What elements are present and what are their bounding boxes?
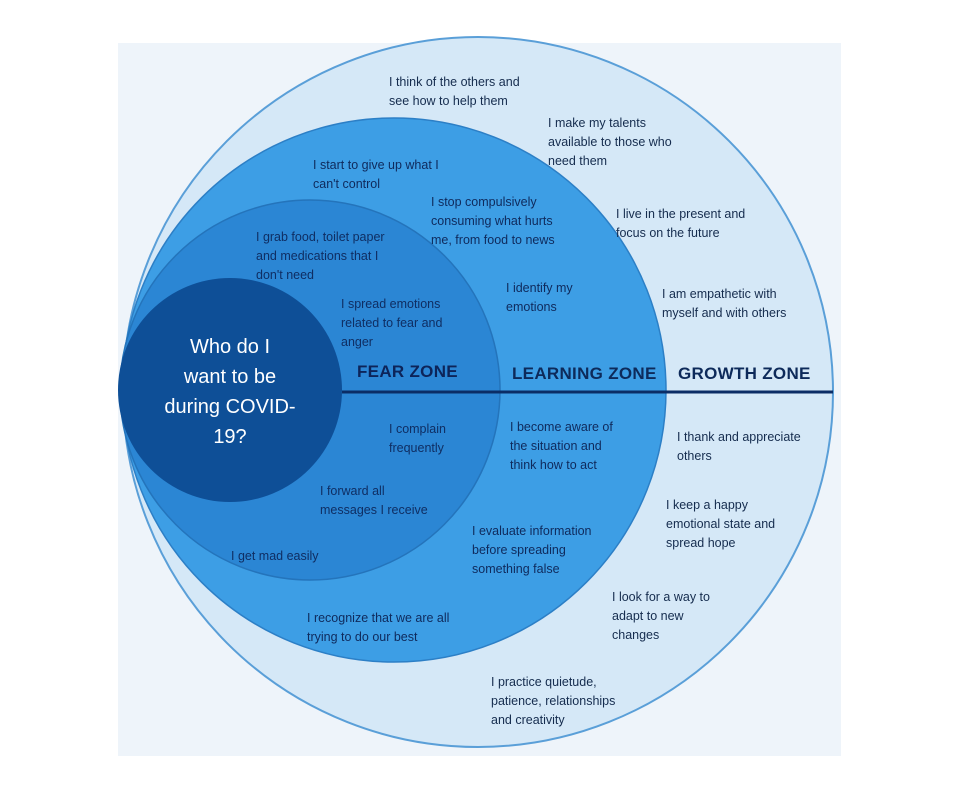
growth-item: I live in the present and focus on the f… [616, 207, 746, 240]
growth-item: I practice quietude, patience, relations… [491, 675, 616, 727]
center-circle [118, 278, 342, 502]
fear-item: I complain frequently [389, 422, 446, 455]
learning-item: I become aware of the situation and thin… [510, 420, 613, 472]
fear-item: I grab food, toilet paper and medication… [256, 230, 385, 282]
growth-item: I make my talents available to those who… [548, 116, 672, 168]
fear-item: I spread emotions related to fear and an… [341, 297, 443, 349]
growth-zone-label: GROWTH ZONE [678, 364, 811, 383]
learning-item: I start to give up what I can't control [313, 158, 439, 191]
growth-item: I thank and appreciate others [677, 430, 801, 463]
learning-item: I stop compulsively consuming what hurts… [431, 195, 555, 247]
learning-zone-label: LEARNING ZONE [512, 364, 657, 383]
growth-item: I look for a way to adapt to new changes [612, 590, 710, 642]
fear-zone-label: FEAR ZONE [357, 362, 458, 381]
learning-item: I recognize that we are all trying to do… [307, 611, 450, 644]
growth-item: I am empathetic with myself and with oth… [662, 287, 787, 320]
learning-item: I evaluate information before spreading … [472, 524, 592, 576]
fear-item: I get mad easily [231, 549, 319, 563]
learning-item: I identify my emotions [506, 281, 573, 314]
growth-item: I think of the others and see how to hel… [389, 75, 520, 108]
fear-item: I forward all messages I receive [320, 484, 428, 517]
growth-item: I keep a happy emotional state and sprea… [666, 498, 776, 550]
center-question: Who do I want to be during COVID- 19? [164, 336, 296, 448]
